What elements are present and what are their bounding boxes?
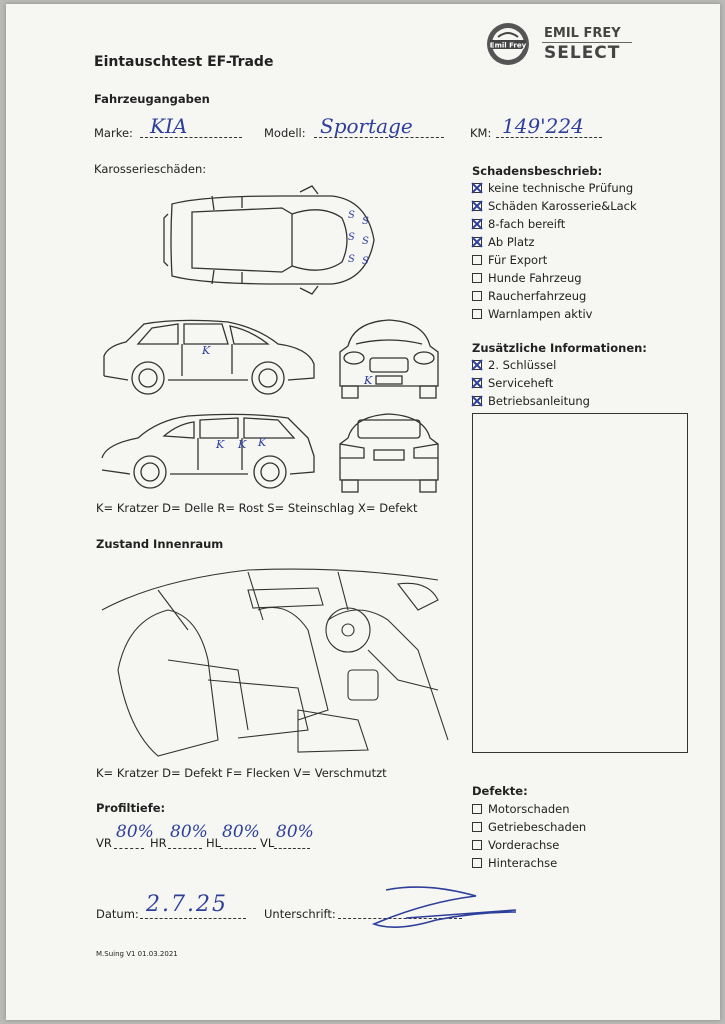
marke-label: Marke: [94, 126, 133, 140]
extra-info-item[interactable]: 2. Schlüssel [472, 356, 590, 374]
side-left-k-mark-3: K [257, 436, 267, 449]
checkbox-checked[interactable] [472, 378, 482, 388]
date-label: Datum: [96, 907, 139, 921]
checkbox-checked[interactable] [472, 237, 482, 247]
tread-hl-line [220, 848, 256, 849]
signature-line [338, 918, 462, 919]
interior-legend: K= Kratzer D= Defekt F= Flecken V= Versc… [96, 766, 387, 780]
damage-desc-item[interactable]: Raucherfahrzeug [472, 287, 637, 305]
car-interior-diagram [101, 568, 449, 757]
side-left-k-mark-1: K [215, 438, 225, 451]
marke-value[interactable]: KIA [150, 114, 188, 138]
damage-desc-item[interactable]: Für Export [472, 251, 637, 269]
km-label: KM: [470, 126, 492, 140]
top-s-mark-5: S [348, 254, 355, 265]
emil-frey-logo: Emil Frey [484, 20, 532, 68]
defect-item[interactable]: Hinterachse [472, 854, 586, 872]
checkbox-checked[interactable] [472, 219, 482, 229]
defects-title: Defekte: [472, 784, 528, 798]
vehicle-section-title: Fahrzeugangaben [94, 92, 210, 106]
tread-hr-label: HR [150, 836, 167, 850]
damage-desc-list: keine technische Prüfung Schäden Karosse… [472, 179, 637, 323]
brand-line1: EMIL FREY [544, 26, 621, 41]
extra-info-list: 2. Schlüssel Serviceheft Betriebsanleitu… [472, 356, 590, 410]
tread-vl-label: VL [260, 836, 275, 850]
tread-vr-value[interactable]: 80% [116, 822, 154, 842]
form-sheet: Eintauschtest EF-Trade Emil Frey EMIL FR… [6, 4, 720, 1020]
date-line [140, 918, 246, 919]
side-left-k-mark-2: K [237, 438, 247, 451]
extra-info-item[interactable]: Serviceheft [472, 374, 590, 392]
car-side-view-left-diagram: K K K [101, 413, 315, 489]
checkbox-checked[interactable] [472, 183, 482, 193]
tread-vr-label: VR [96, 836, 112, 850]
defects-list: Motorschaden Getriebeschaden Vorderachse… [472, 800, 586, 872]
modell-label: Modell: [264, 126, 306, 140]
defect-item[interactable]: Motorschaden [472, 800, 586, 818]
damage-desc-item[interactable]: Schäden Karosserie&Lack [472, 197, 637, 215]
front-k-mark: K [363, 374, 373, 387]
form-title: Eintauschtest EF-Trade [94, 54, 274, 70]
marke-line [140, 136, 242, 138]
tread-hl-value[interactable]: 80% [222, 822, 260, 842]
checkbox[interactable] [472, 273, 482, 283]
tread-hr-line [168, 848, 202, 849]
brand-line2: SELECT [544, 43, 621, 63]
damage-desc-item[interactable]: Ab Platz [472, 233, 637, 251]
modell-value[interactable]: Sportage [320, 114, 413, 138]
km-value[interactable]: 149'224 [502, 114, 584, 138]
checkbox[interactable] [472, 822, 482, 832]
checkbox[interactable] [472, 858, 482, 868]
checkbox-checked[interactable] [472, 201, 482, 211]
checkbox-checked[interactable] [472, 360, 482, 370]
car-front-view-diagram: K [339, 319, 439, 399]
car-rear-view-diagram [339, 413, 439, 493]
top-s-mark-4: S [362, 236, 369, 247]
interior-section-title: Zustand Innenraum [96, 537, 224, 551]
modell-line [314, 136, 444, 138]
top-s-mark-3: S [348, 232, 355, 243]
top-s-mark-6: S [362, 256, 369, 267]
tread-section-title: Profiltiefe: [96, 801, 166, 815]
tread-vl-line [274, 848, 310, 849]
damage-desc-item[interactable]: Warnlampen aktiv [472, 305, 637, 323]
checkbox[interactable] [472, 291, 482, 301]
defect-item[interactable]: Vorderachse [472, 836, 586, 854]
car-side-view-right-diagram: K [103, 319, 315, 395]
tread-hr-value[interactable]: 80% [170, 822, 208, 842]
checkbox[interactable] [472, 309, 482, 319]
tread-hl-label: HL [206, 836, 222, 850]
version-note: M.Suing V1 01.03.2021 [96, 950, 178, 958]
damage-desc-item[interactable]: keine technische Prüfung [472, 179, 637, 197]
damage-desc-title: Schadensbeschrieb: [472, 164, 603, 178]
extra-info-title: Zusätzliche Informationen: [472, 341, 647, 355]
top-s-mark-2: S [362, 216, 369, 227]
checkbox[interactable] [472, 804, 482, 814]
notes-box[interactable] [472, 413, 688, 753]
car-top-view-diagram: S S S S S S [163, 185, 375, 295]
km-line [496, 136, 602, 138]
checkbox-checked[interactable] [472, 396, 482, 406]
side-right-k-mark: K [201, 344, 211, 357]
damage-desc-item[interactable]: 8-fach bereift [472, 215, 637, 233]
checkbox[interactable] [472, 255, 482, 265]
brand-divider [542, 42, 632, 43]
signature-label: Unterschrift: [264, 907, 336, 921]
damage-desc-item[interactable]: Hunde Fahrzeug [472, 269, 637, 287]
body-damage-legend: K= Kratzer D= Delle R= Rost S= Steinschl… [96, 501, 418, 515]
defect-item[interactable]: Getriebeschaden [472, 818, 586, 836]
tread-vl-value[interactable]: 80% [276, 822, 314, 842]
body-damage-title: Karosserieschäden: [94, 162, 207, 176]
date-value[interactable]: 2.7.25 [146, 892, 228, 917]
extra-info-item[interactable]: Betriebsanleitung [472, 392, 590, 410]
logo-text: Emil Frey [490, 42, 527, 50]
top-s-mark-1: S [348, 210, 355, 221]
signature-scribble[interactable] [366, 882, 526, 932]
tread-vr-line [114, 848, 144, 849]
checkbox[interactable] [472, 840, 482, 850]
